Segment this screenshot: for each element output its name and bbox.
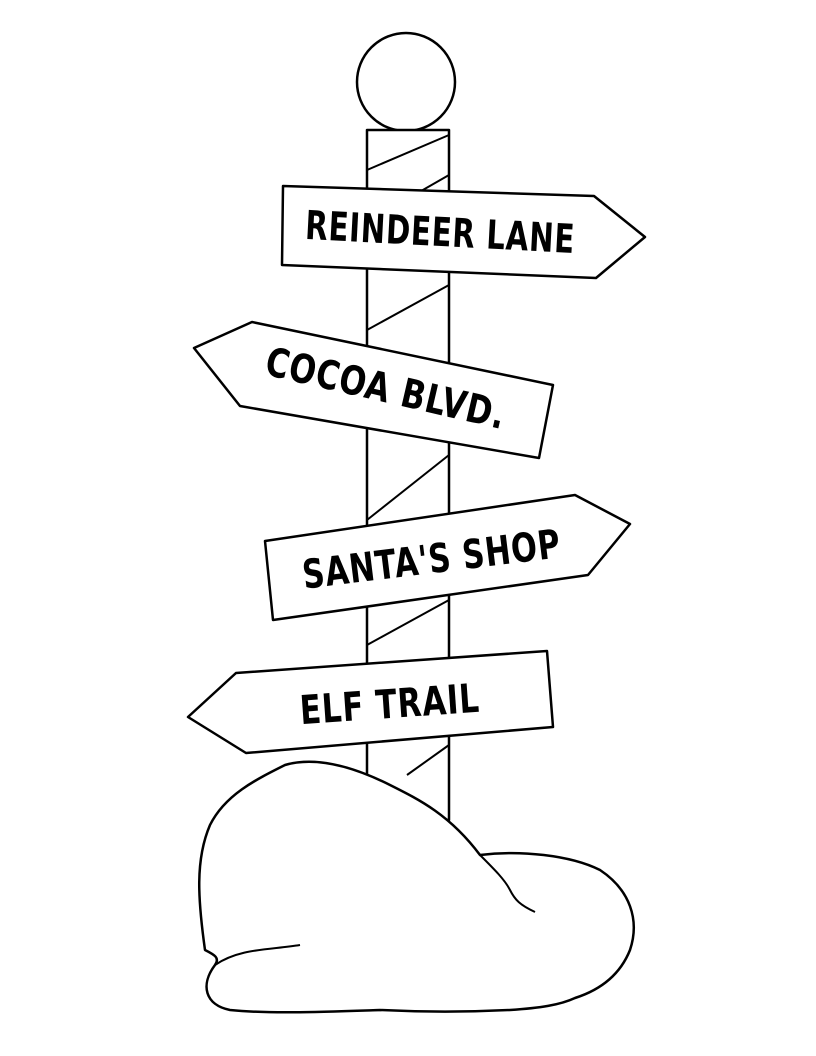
sign-santas-shop: SANTA'S SHOP: [263, 493, 632, 622]
snow-mound: [198, 760, 635, 1014]
sign-reindeer-lane: REINDEER LANE: [280, 184, 647, 280]
sign-elf-trail: ELF TRAIL: [186, 649, 555, 755]
pole-top-ball: [355, 31, 457, 133]
sign-cocoa-blvd: COCOA BLVD.: [192, 320, 555, 460]
